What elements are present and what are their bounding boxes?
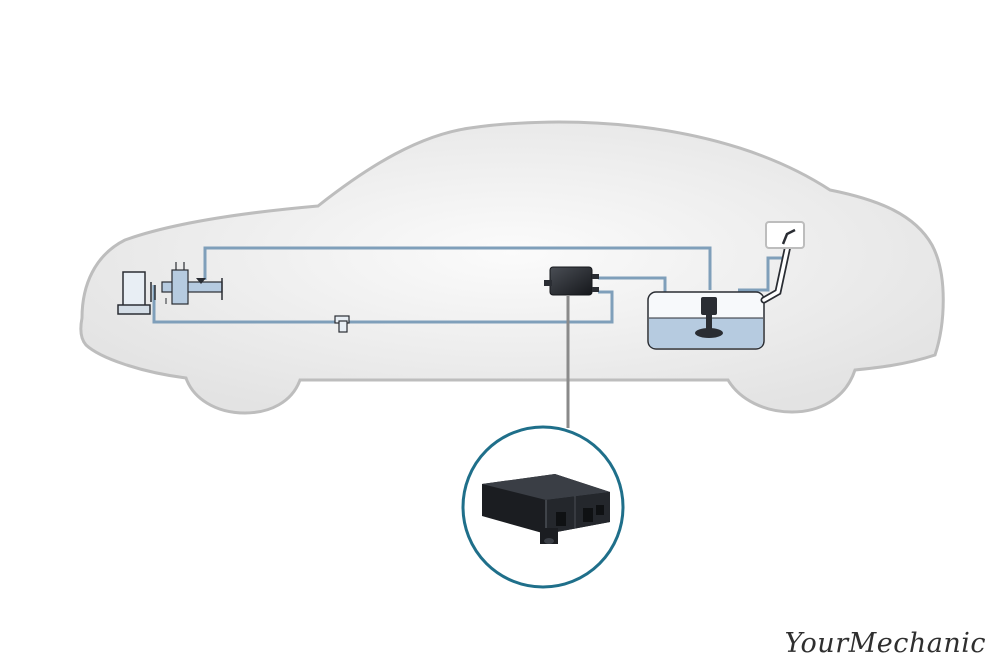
filler-vent-line: [738, 256, 782, 292]
upper-vapor-line: [203, 246, 712, 290]
brand-logo: YourMechanic: [784, 628, 986, 659]
tank-vent-line: [598, 276, 667, 292]
purge-valve-icon: [334, 315, 350, 333]
engine-block-icon: [117, 271, 156, 315]
charcoal-canister-closeup-icon: [461, 425, 625, 589]
charcoal-canister-icon: [544, 266, 599, 296]
fuel-pump-icon: [695, 297, 723, 338]
car-body-silhouette: [79, 120, 945, 415]
intake-valve-icon: [161, 262, 223, 305]
lower-vapor-line: [152, 285, 614, 324]
fuel-filler-neck-icon: [760, 221, 805, 304]
vapor-lines: [152, 246, 782, 324]
